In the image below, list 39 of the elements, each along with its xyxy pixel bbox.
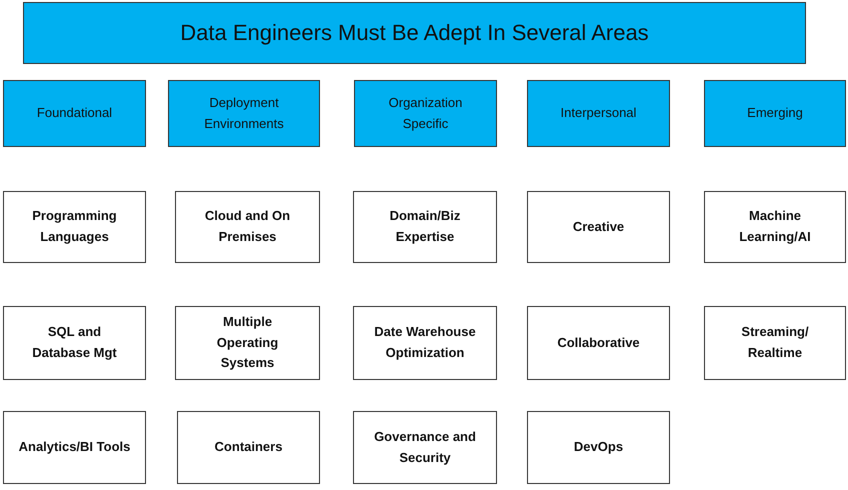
skill-label: Programming Languages [31, 207, 118, 246]
category-header-box [527, 80, 670, 147]
skill-label: Machine Learning/AI [738, 207, 812, 246]
category-header-box [704, 80, 846, 147]
category-label: Interpersonal [560, 104, 636, 122]
skill-label: Multiple Operating Systems [216, 312, 280, 372]
skill-box [704, 191, 846, 263]
title-banner: Data Engineers Must Be Adept In Several Areas [23, 2, 806, 64]
skill-box [527, 191, 670, 263]
skill-label: Domain/Biz Expertise [388, 207, 462, 246]
category-label: Foundational [36, 104, 112, 122]
skill-label: Collaborative [557, 334, 640, 352]
skill-box [527, 306, 670, 380]
skill-box [177, 411, 320, 484]
skill-box [3, 191, 146, 263]
skill-box [3, 411, 146, 484]
skill-box [353, 411, 497, 484]
skill-label: Governance and Security [373, 428, 477, 467]
skill-box [527, 411, 670, 484]
skill-label: Date Warehouse Optimization [373, 323, 477, 362]
skill-box [175, 306, 320, 380]
category-header-box [3, 80, 146, 147]
skill-box [353, 191, 497, 263]
category-label: Organization Specific [388, 94, 464, 133]
skill-label: DevOps [574, 438, 624, 456]
skill-label: Analytics/BI Tools [18, 438, 130, 456]
category-label: Emerging [747, 104, 803, 122]
skill-box [175, 191, 320, 263]
skill-box [3, 306, 146, 380]
skill-box [353, 306, 497, 380]
skill-label: Containers [214, 438, 282, 456]
category-label: Deployment Environments [203, 94, 285, 132]
category-header-box [168, 80, 320, 147]
skill-label: Streaming/ Realtime [740, 323, 810, 362]
skill-label: Creative [572, 218, 624, 236]
skill-label: SQL and Database Mgt [31, 323, 118, 362]
category-header-box [354, 80, 497, 147]
skill-box [704, 306, 846, 380]
skill-label: Cloud and On Premises [204, 207, 292, 246]
